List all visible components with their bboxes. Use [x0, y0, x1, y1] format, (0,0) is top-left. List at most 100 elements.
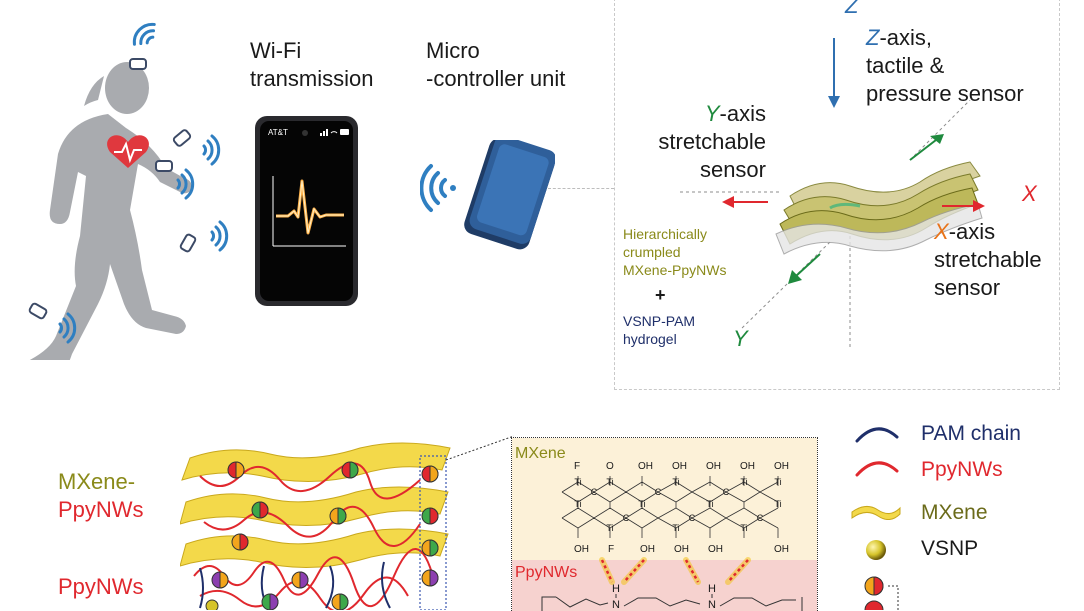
ti-atom: Ti	[740, 477, 747, 487]
c-atom: C	[591, 487, 598, 497]
mxene-band	[512, 438, 817, 560]
c-atom: C	[655, 487, 662, 497]
legend-ppynws: PpyNWs	[921, 458, 1003, 481]
ppynws-icon	[855, 461, 899, 477]
z-axis-letter: Z	[845, 0, 859, 18]
x-axis-title-rest: -axis	[948, 219, 996, 244]
chem-top-3: OH	[672, 461, 687, 472]
c-atom: C	[623, 513, 630, 523]
mxene-lattice: Ti Ti Ti Ti Ti C C C Ti Ti Ti Ti C C C T…	[561, 476, 782, 538]
material-label: Hierarchically crumpled MXene-PpyNWs	[623, 225, 726, 279]
ti-atom: Ti	[706, 499, 713, 509]
wifi-label-line2: transmission	[250, 66, 374, 91]
material-line2: crumpled	[623, 244, 681, 260]
ti-atom: Ti	[606, 477, 613, 487]
legend-vsnp: VSNP	[921, 537, 979, 560]
material-line3: MXene-PpyNWs	[623, 262, 727, 278]
h-atom: H	[612, 583, 620, 595]
chem-bottom-2: OH	[640, 544, 655, 555]
mcu-label-line1: Micro	[426, 38, 480, 63]
hydrogel-line1: VSNP-PAM	[623, 313, 696, 329]
y-axis-title-letter: Y	[704, 101, 720, 126]
n-atom: N	[708, 599, 716, 611]
pam-chain-icon	[855, 427, 899, 443]
chem-top-5: OH	[740, 461, 755, 472]
sensor-box	[614, 0, 1060, 390]
legend: PAM chain PpyNWs MXene VSNP	[848, 418, 1078, 610]
chem-top-0: F	[574, 461, 581, 472]
chem-bottom-0: OH	[574, 544, 589, 555]
wifi-transmission-label: Wi-Fi transmission	[250, 37, 373, 93]
mcu-label-line2: -controller unit	[426, 66, 566, 91]
phone-status-icons	[320, 129, 349, 136]
chem-inset: MXene PpyNWs F O OH OH OH OH OH Ti	[511, 437, 818, 611]
chem-top-4: OH	[706, 461, 721, 472]
chem-bottom-4: OH	[708, 544, 723, 555]
ti-atom: Ti	[638, 499, 645, 509]
runner-figure	[28, 22, 229, 360]
z-axis-line2: tactile &	[866, 53, 945, 78]
ppynws-label: PpyNWs	[58, 574, 144, 599]
mxene-sheet-icon	[851, 506, 901, 520]
chem-bottom-1: F	[608, 544, 615, 555]
material-line1: Hierarchically	[623, 226, 708, 242]
sensor-film-diagram	[680, 100, 985, 350]
chem-top-row: F O OH OH OH OH OH	[562, 461, 812, 475]
chem-top-2: OH	[638, 461, 653, 472]
y-axis-letter: Y	[733, 326, 748, 351]
phone-carrier: AT&T	[268, 128, 288, 137]
vsnp-sphere-icon	[866, 540, 886, 560]
inset-mxene-label: MXene	[515, 445, 566, 462]
mxene-ppynws-label: MXene- PpyNWs	[58, 468, 144, 524]
ecg-waveform	[272, 176, 346, 247]
mcu-label: Micro -controller unit	[426, 37, 565, 93]
smartphone: AT&T	[255, 116, 358, 306]
z-axis-title-rest: -axis,	[879, 25, 933, 50]
y-axis-line2: stretchable	[658, 129, 766, 154]
crosslinker-icon	[864, 576, 899, 610]
c-atom: C	[723, 487, 730, 497]
chem-bottom-3: OH	[674, 544, 689, 555]
x-axis-letter: X	[1022, 181, 1037, 206]
mxene-ppynws-line1: MXene-	[58, 469, 136, 494]
x-axis-line3: sensor	[934, 275, 1001, 300]
c-atom: C	[757, 513, 764, 523]
y-axis-title-rest: -axis	[719, 101, 766, 126]
y-axis-line3: sensor	[699, 157, 766, 182]
ti-atom: Ti	[672, 523, 679, 533]
ti-atom: Ti	[606, 523, 613, 533]
c-atom: C	[689, 513, 696, 523]
n-atom: N	[612, 599, 620, 611]
ti-atom: Ti	[740, 523, 747, 533]
ti-atom: Ti	[574, 477, 581, 487]
zoom-connector	[445, 435, 515, 461]
legend-pam-chain: PAM chain	[921, 422, 1021, 445]
heart-icon	[107, 135, 149, 168]
ti-atom: Ti	[672, 477, 679, 487]
chem-bottom-5: OH	[774, 544, 789, 555]
ppy-backbone: H H N N	[541, 557, 803, 611]
plus-sign: +	[655, 285, 666, 305]
h-atom: H	[708, 583, 716, 595]
y-axis-title: Y-axis stretchable sensor	[654, 100, 766, 184]
hydrogel-label: VSNP-PAM hydrogel	[623, 312, 695, 348]
inset-ppynws-label: PpyNWs	[515, 564, 578, 581]
mxene-ppynws-line2: PpyNWs	[58, 497, 144, 522]
legend-mxene: MXene	[921, 501, 988, 524]
hydrogel-line2: hydrogel	[623, 331, 677, 347]
chem-top-1: O	[606, 461, 614, 472]
x-axis-title-letter: X	[934, 219, 949, 244]
phone-camera-icon	[302, 130, 308, 136]
z-axis-title: Z-axis, tactile & pressure sensor	[866, 24, 1024, 108]
x-axis-line2: stretchable	[934, 247, 1042, 272]
mcu-wifi-icon	[420, 164, 456, 212]
mcu-connector-line	[548, 188, 614, 189]
layered-structure	[180, 442, 451, 610]
chem-bottom-row: OH F OH OH OH OH	[562, 544, 812, 558]
x-axis-title: X-axis stretchable sensor	[934, 218, 1042, 302]
ti-atom: Ti	[774, 499, 781, 509]
ti-atom: Ti	[774, 477, 781, 487]
chem-top-6: OH	[774, 461, 789, 472]
phone-screen: AT&T	[260, 121, 353, 301]
mcu-device	[420, 140, 555, 250]
